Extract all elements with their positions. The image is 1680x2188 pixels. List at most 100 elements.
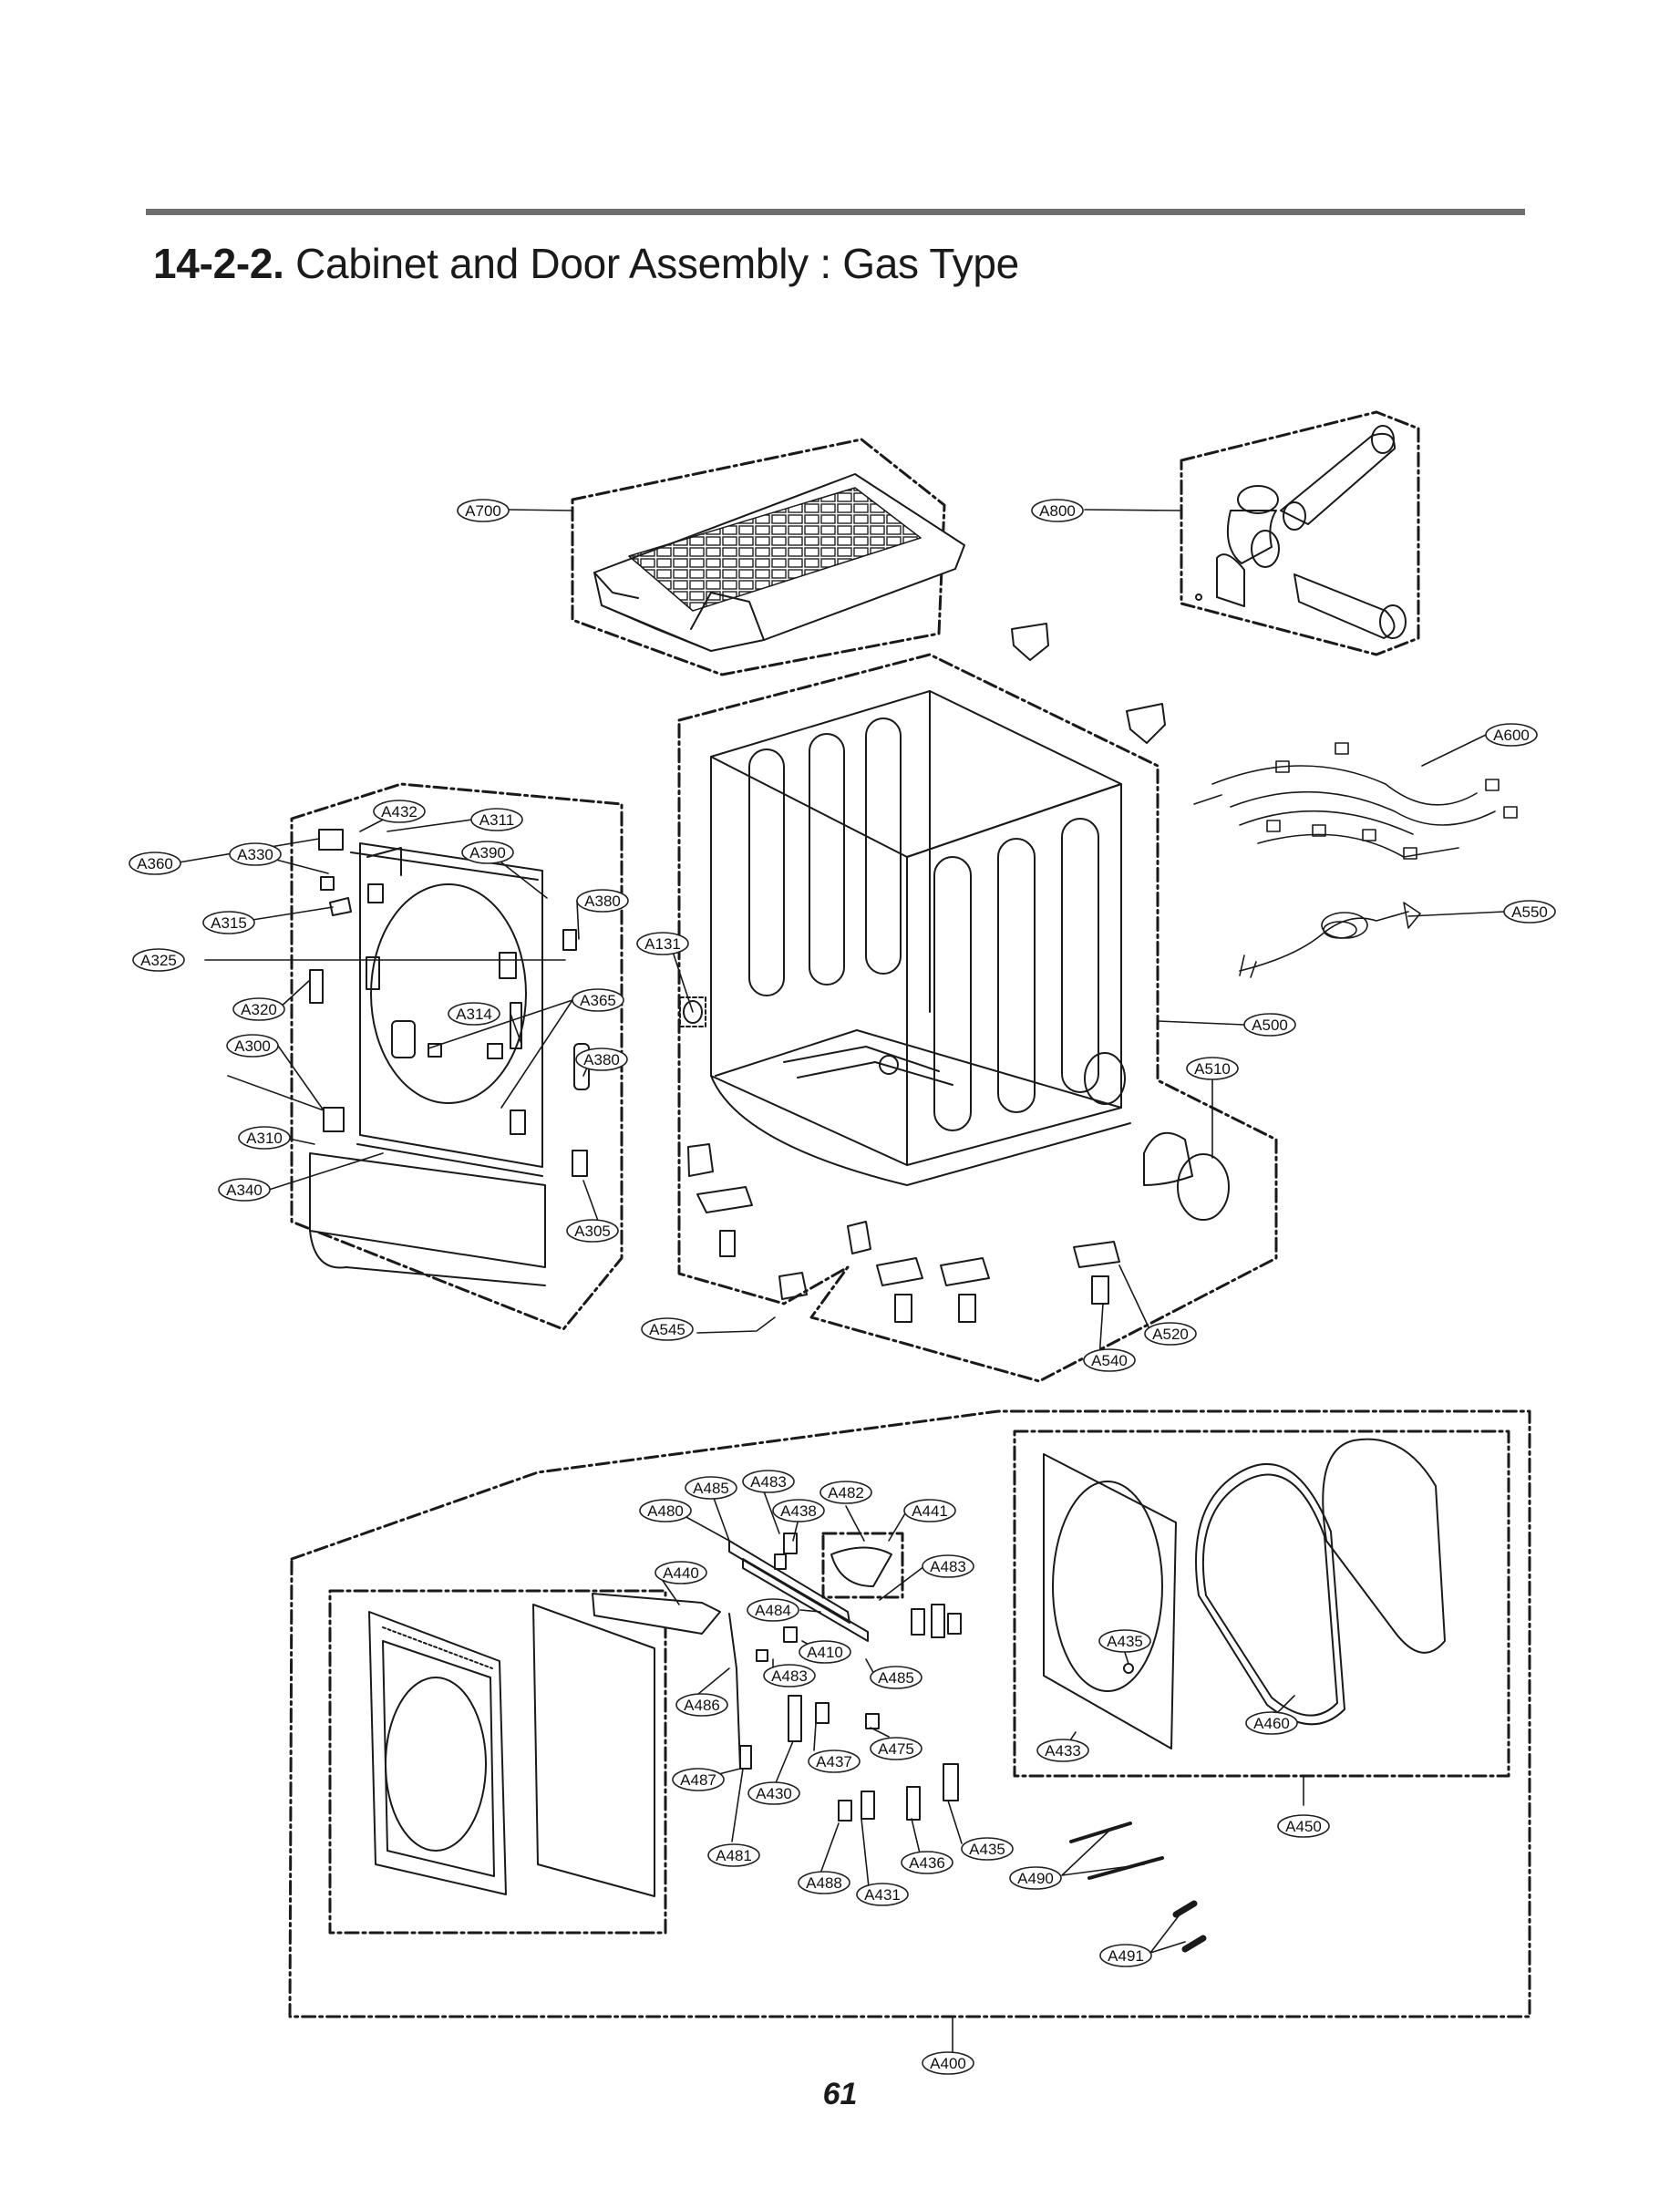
callout-a485-bottom-text: A485	[878, 1669, 914, 1687]
callout-a365-text: A365	[580, 992, 616, 1009]
door-frame-boundary	[328, 1589, 667, 1935]
callout-a491-text: A491	[1108, 1947, 1144, 1965]
callout-a488: A488	[798, 1871, 850, 1894]
callout-a431: A431	[856, 1883, 909, 1906]
callout-a400-text: A400	[930, 2055, 966, 2072]
callout-a435-bottom: A435	[961, 1837, 1014, 1861]
callout-a340: A340	[218, 1178, 271, 1202]
callout-a436: A436	[901, 1851, 953, 1874]
cabinet-small-parts	[679, 623, 1230, 1323]
callout-a450: A450	[1277, 1814, 1330, 1838]
callout-a410-text: A410	[807, 1644, 843, 1661]
callout-a550-text: A550	[1511, 903, 1548, 921]
callout-a480: A480	[639, 1499, 692, 1522]
callout-a436-text: A436	[909, 1854, 945, 1872]
callout-a440: A440	[654, 1561, 707, 1584]
callout-a330-text: A330	[237, 846, 273, 863]
callout-a545-text: A545	[649, 1321, 685, 1338]
cabinet-part	[710, 690, 1131, 1186]
callout-a310: A310	[238, 1126, 291, 1150]
callout-a486-text: A486	[684, 1697, 720, 1714]
door-outer-boundary	[1013, 1429, 1510, 1778]
callout-a491: A491	[1099, 1944, 1152, 1967]
callout-a430-text: A430	[756, 1785, 792, 1802]
callout-a438-text: A438	[780, 1502, 817, 1520]
callout-a490-text: A490	[1017, 1870, 1054, 1887]
callout-a314-text: A314	[456, 1006, 492, 1023]
callout-a450-text: A450	[1285, 1818, 1322, 1835]
callout-a305-text: A305	[574, 1223, 611, 1240]
callout-a310-text: A310	[246, 1130, 283, 1147]
callout-a487-text: A487	[680, 1771, 716, 1789]
front-panel-part	[309, 829, 590, 1286]
callout-a438: A438	[772, 1499, 825, 1522]
callout-a483-right-text: A483	[930, 1558, 966, 1575]
callout-a432-text: A432	[381, 803, 417, 820]
callout-a390: A390	[461, 841, 514, 864]
callout-a483-top: A483	[742, 1470, 795, 1493]
callout-a520: A520	[1144, 1322, 1197, 1346]
callout-a480-text: A480	[647, 1502, 684, 1520]
callout-a482-text: A482	[828, 1484, 864, 1502]
wiring-harness-part	[1193, 742, 1518, 978]
header-rule	[146, 209, 1525, 215]
callout-a484-text: A484	[755, 1602, 791, 1619]
callout-a485-top: A485	[685, 1476, 737, 1500]
callout-a482: A482	[819, 1481, 872, 1504]
door-small-parts	[728, 1533, 962, 1822]
callout-a550: A550	[1503, 900, 1556, 924]
callout-a435-ring-text: A435	[1107, 1633, 1143, 1650]
page-number: 61	[822, 2077, 858, 2111]
callout-a490: A490	[1009, 1866, 1062, 1890]
callout-a325: A325	[132, 948, 185, 972]
callout-a314: A314	[448, 1002, 500, 1026]
callout-a500: A500	[1243, 1013, 1296, 1037]
callout-a441: A441	[903, 1499, 956, 1522]
top-plate-boundary	[571, 438, 946, 676]
callout-a486: A486	[675, 1693, 728, 1717]
callout-a131-text: A131	[644, 935, 681, 953]
callout-a390-text: A390	[469, 844, 506, 862]
exhaust-duct-part	[1195, 425, 1407, 639]
callout-a360: A360	[129, 851, 181, 875]
callout-a475-text: A475	[878, 1740, 914, 1758]
callout-a365: A365	[572, 988, 624, 1012]
callout-a433-text: A433	[1045, 1742, 1081, 1760]
callout-a305: A305	[566, 1219, 619, 1243]
callout-a487: A487	[672, 1768, 725, 1791]
callout-a510-text: A510	[1194, 1060, 1231, 1078]
screw-parts	[1069, 1822, 1207, 1953]
callout-a430: A430	[747, 1781, 800, 1805]
callout-a475: A475	[870, 1737, 922, 1760]
callout-a800: A800	[1031, 499, 1084, 522]
duct-boundary	[1180, 410, 1420, 656]
callout-a540-text: A540	[1091, 1352, 1128, 1369]
section-heading: 14-2-2. Cabinet and Door Assembly : Gas …	[153, 239, 1019, 288]
callout-a410: A410	[799, 1640, 851, 1664]
callout-a311-text: A311	[479, 811, 514, 829]
callout-a330: A330	[229, 842, 282, 866]
door-assembly-boundary	[288, 1409, 1531, 2018]
callout-a320: A320	[232, 997, 285, 1021]
callout-a360-text: A360	[137, 855, 173, 872]
handle-boundary	[821, 1532, 904, 1599]
callout-a437: A437	[808, 1749, 861, 1773]
front-panel-boundary	[290, 782, 624, 1331]
top-plate-part	[593, 473, 965, 652]
callout-a600: A600	[1485, 723, 1538, 747]
callout-a483-top-text: A483	[750, 1473, 787, 1491]
callout-a311: A311	[470, 808, 523, 831]
callout-a540: A540	[1083, 1348, 1136, 1372]
callout-a320-text: A320	[241, 1001, 277, 1018]
callout-a440-text: A440	[663, 1564, 699, 1582]
section-title: Cabinet and Door Assembly : Gas Type	[295, 240, 1019, 287]
callout-a700: A700	[457, 499, 510, 522]
callout-a131: A131	[636, 932, 689, 955]
callout-a380-bottom: A380	[575, 1048, 628, 1071]
cabinet-boundary	[677, 653, 1278, 1383]
callout-a437-text: A437	[816, 1753, 852, 1770]
callout-a600-text: A600	[1493, 727, 1530, 744]
callout-a520-text: A520	[1152, 1326, 1189, 1343]
group-boundaries	[288, 410, 1531, 2018]
